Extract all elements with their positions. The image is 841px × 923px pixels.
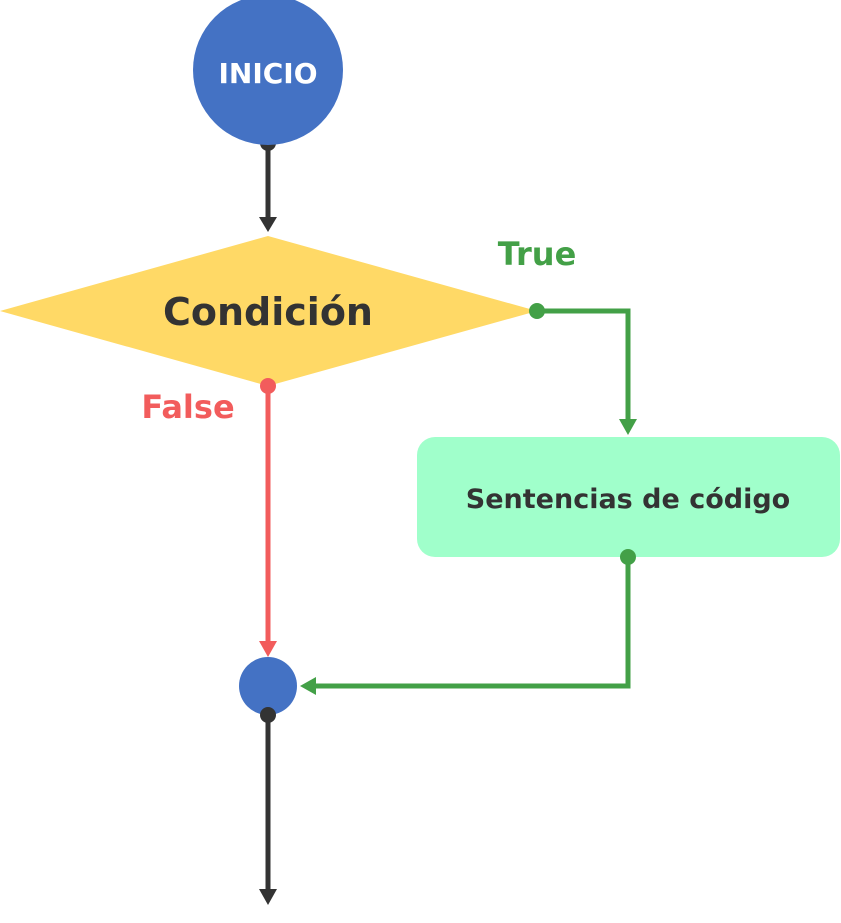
arrowhead-icon [259, 217, 277, 232]
process-label: Sentencias de código [466, 484, 790, 515]
process-box [417, 437, 840, 557]
true-branch-label: True [498, 235, 577, 273]
connector-dot [260, 378, 276, 394]
connector-dot [529, 303, 545, 319]
condition-node[interactable]: Condición [0, 236, 537, 386]
false-branch-connector [259, 378, 277, 657]
condition-label: Condición [163, 290, 373, 334]
arrowhead-icon [259, 889, 277, 905]
arrowhead-icon [619, 419, 637, 435]
true-branch-connector [529, 303, 637, 435]
condition-diamond [0, 236, 537, 386]
start-label: INICIO [218, 57, 317, 90]
connector-start-to-condition [259, 135, 277, 232]
false-branch-label: False [141, 388, 234, 426]
merge-node[interactable] [239, 657, 297, 715]
arrowhead-icon [300, 677, 316, 695]
arrowhead-icon [259, 641, 277, 657]
process-node[interactable]: Sentencias de código [417, 437, 840, 557]
connector-dot [620, 549, 636, 565]
start-circle [193, 0, 343, 145]
connector-process-to-merge [300, 549, 636, 695]
connector-exit [259, 707, 277, 905]
start-node[interactable]: INICIO [193, 0, 343, 145]
merge-circle [239, 657, 297, 715]
connector-dot [260, 707, 276, 723]
